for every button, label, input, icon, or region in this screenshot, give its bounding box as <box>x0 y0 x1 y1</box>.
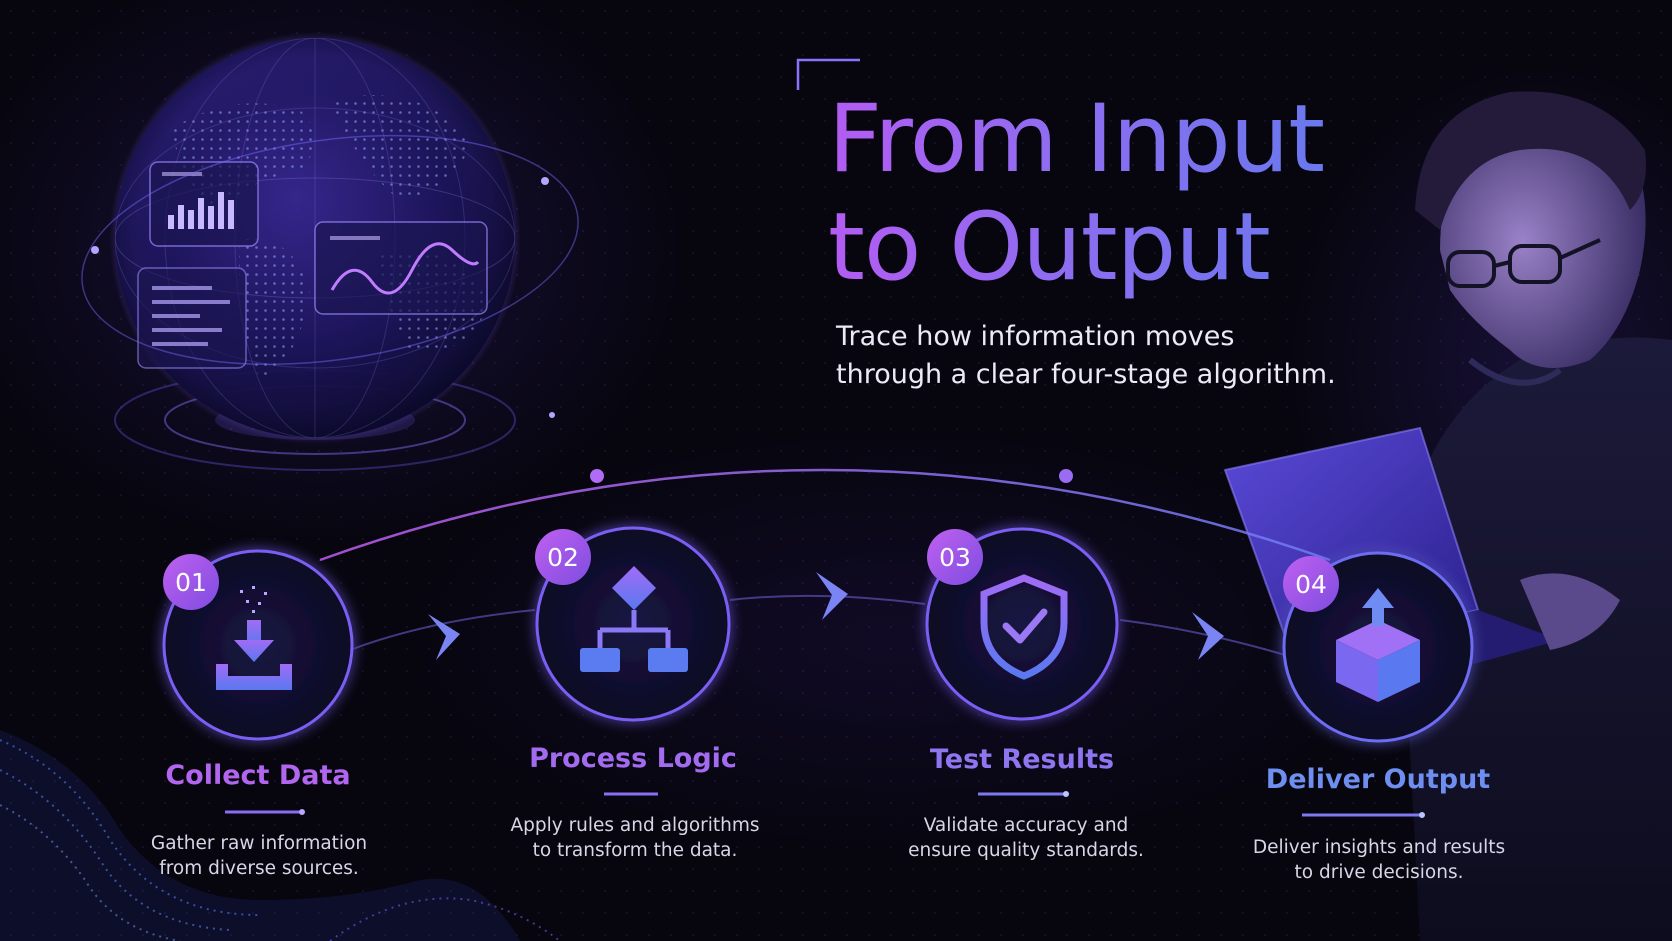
step-node-deliver-output: 04 <box>1282 551 1474 818</box>
arc-node-icon <box>1059 469 1073 483</box>
step-label-test-results: Test Results <box>929 744 1115 775</box>
particle-wave-illustration-icon <box>0 730 561 941</box>
step-number-badge <box>927 529 983 585</box>
step-desc-test-results: Validate accuracy and ensure quality sta… <box>908 815 1144 861</box>
globe-illustration-icon <box>81 32 579 471</box>
step-number-badge <box>1283 556 1339 612</box>
download-tray-icon <box>216 586 292 690</box>
step-number-badge <box>163 554 219 610</box>
top-arc-connector <box>319 468 1331 562</box>
step-label-collect-data: Collect Data <box>165 760 351 791</box>
step-desc-collect-data: Gather raw information from diverse sour… <box>150 833 368 879</box>
page-title-line-2: to Output <box>828 193 1270 302</box>
step-node-collect-data: 01 <box>162 549 354 815</box>
corner-bracket-decoration <box>796 58 860 90</box>
step-node-process-logic: 02 <box>535 526 731 796</box>
step-number: 04 <box>1295 570 1327 599</box>
chevron-right-icon <box>816 572 848 620</box>
page-title-line-1: From Input <box>828 85 1325 194</box>
step-number: 03 <box>939 543 971 572</box>
step-desc-deliver-output: Deliver insights and results to drive de… <box>1252 837 1506 883</box>
page-title: From Input to Output <box>828 86 1324 302</box>
chevron-right-icon <box>428 614 460 660</box>
step-number-badge <box>535 529 591 585</box>
page-subtitle-line-2: through a clear four-stage algorithm. <box>836 359 1336 390</box>
shield-check-icon <box>980 574 1068 680</box>
step-label-process-logic: Process Logic <box>529 743 737 774</box>
chevron-right-icon <box>1192 612 1224 660</box>
page-subtitle: Trace how information moves through a cl… <box>836 318 1336 394</box>
page-subtitle-line-1: Trace how information moves <box>836 321 1235 352</box>
step-number: 01 <box>175 568 207 597</box>
flowchart-icon <box>580 566 688 672</box>
step-node-test-results: 03 <box>925 527 1119 797</box>
arc-node-icon <box>590 469 604 483</box>
step-desc-process-logic: Apply rules and algorithms to transform … <box>510 815 760 861</box>
step-number: 02 <box>547 543 579 572</box>
package-upload-icon <box>1336 588 1420 702</box>
step-label-deliver-output: Deliver Output <box>1265 764 1491 795</box>
